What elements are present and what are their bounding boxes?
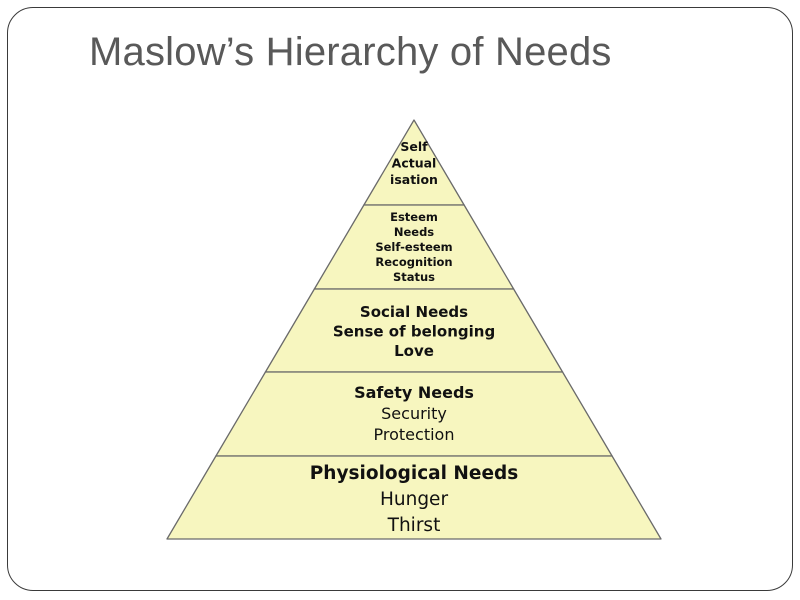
tier-label-esteem-needs: Esteem [390, 210, 438, 224]
tier-label-esteem-needs: Recognition [375, 255, 452, 269]
tier-label-esteem-needs: Needs [394, 225, 434, 239]
tier-label-social-needs: Sense of belonging [333, 323, 495, 341]
tier-label-esteem-needs: Status [393, 270, 435, 284]
tier-label-safety-needs: Safety Needs [354, 383, 474, 402]
tier-label-physiological-needs: Hunger [380, 489, 448, 510]
tier-label-self-actualisation: Self [400, 139, 428, 154]
tier-label-safety-needs: Protection [374, 425, 455, 444]
tier-label-esteem-needs: Self-esteem [375, 240, 452, 254]
tier-label-social-needs: Love [394, 342, 434, 360]
tier-label-self-actualisation: Actual [392, 156, 437, 171]
tier-label-self-actualisation: isation [390, 172, 438, 187]
slide-title: Maslow’s Hierarchy of Needs [89, 30, 612, 74]
tier-label-physiological-needs: Physiological Needs [310, 463, 519, 484]
tier-label-safety-needs: Security [381, 404, 447, 423]
tier-label-physiological-needs: Thirst [387, 515, 441, 536]
tier-label-social-needs: Social Needs [360, 303, 468, 321]
tier-physiological-needs [166, 455, 662, 540]
